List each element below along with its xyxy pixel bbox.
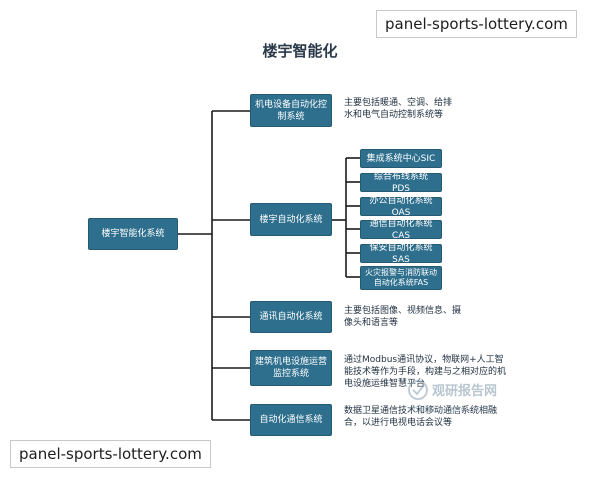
root-node-label: 楼宇智能化系统 bbox=[101, 229, 165, 239]
branch-label: 建筑机电设施运营监控系统 bbox=[255, 357, 328, 379]
watermark-badge-top: panel-sports-lottery.com bbox=[376, 10, 577, 38]
branch-node-operation-monitoring: 建筑机电设施运营监控系统 bbox=[250, 350, 332, 386]
branch-label: 通讯自动化系统 bbox=[259, 312, 323, 322]
branch-description: 主要包括图像、视频信息、摄像头和语言等 bbox=[344, 306, 462, 328]
watermark-badge-bottom: panel-sports-lottery.com bbox=[10, 440, 211, 468]
subsystem-label: 集成系统中心SIC bbox=[366, 153, 436, 164]
page-title: 楼宇智能化 bbox=[262, 42, 338, 60]
subsystem-label: 通信自动化系统CAS bbox=[369, 218, 433, 241]
branch-node-building-automation: 楼宇自动化系统 bbox=[250, 203, 332, 236]
subsystem-label: 火灾报警与消防联动自动化系统FAS bbox=[365, 268, 437, 287]
branch-node-mechanical: 机电设备自动化控制系统 bbox=[250, 94, 332, 127]
subsystem-node-sic: 集成系统中心SIC bbox=[360, 149, 442, 168]
branch-node-automated-communication: 自动化通信系统 bbox=[250, 404, 332, 436]
subsystem-node-cas: 通信自动化系统CAS bbox=[360, 218, 442, 241]
subsystem-node-pds: 综合布线系统PDS bbox=[360, 171, 442, 194]
subsystem-label: 综合布线系统PDS bbox=[373, 171, 428, 194]
watermark-logo-name: 观研报告网 bbox=[432, 383, 497, 399]
branch-description: 数据卫星通信技术和移动通信系统相融合，以进行电视电话会议等 bbox=[344, 406, 498, 428]
subsystem-label: 保安自动化系统SAS bbox=[369, 242, 433, 265]
root-node: 楼宇智能化系统 bbox=[88, 218, 178, 250]
branch-node-communication-automation: 通讯自动化系统 bbox=[250, 301, 332, 333]
subsystem-label: 办公自动化系统OAS bbox=[369, 195, 433, 218]
branch-label: 楼宇自动化系统 bbox=[259, 214, 323, 225]
watermark-logo: 观研报告网 chinabaogao.com bbox=[408, 380, 497, 415]
branch-label: 自动化通信系统 bbox=[259, 415, 323, 425]
branch-label: 机电设备自动化控制系统 bbox=[255, 99, 328, 122]
subsystem-node-sas: 保安自动化系统SAS bbox=[360, 242, 442, 265]
subsystem-node-oas: 办公自动化系统OAS bbox=[360, 195, 442, 218]
branch-description: 主要包括暖通、空调、给排水和电气自动控制系统等 bbox=[344, 98, 453, 120]
subsystem-node-fas: 火灾报警与消防联动自动化系统FAS bbox=[360, 266, 442, 290]
watermark-logo-url: chinabaogao.com bbox=[408, 405, 488, 415]
branch-description: 通过Modbus通讯协议，物联网+人工智能技术等作为手段，构建与之相对应的机电设… bbox=[344, 355, 507, 389]
